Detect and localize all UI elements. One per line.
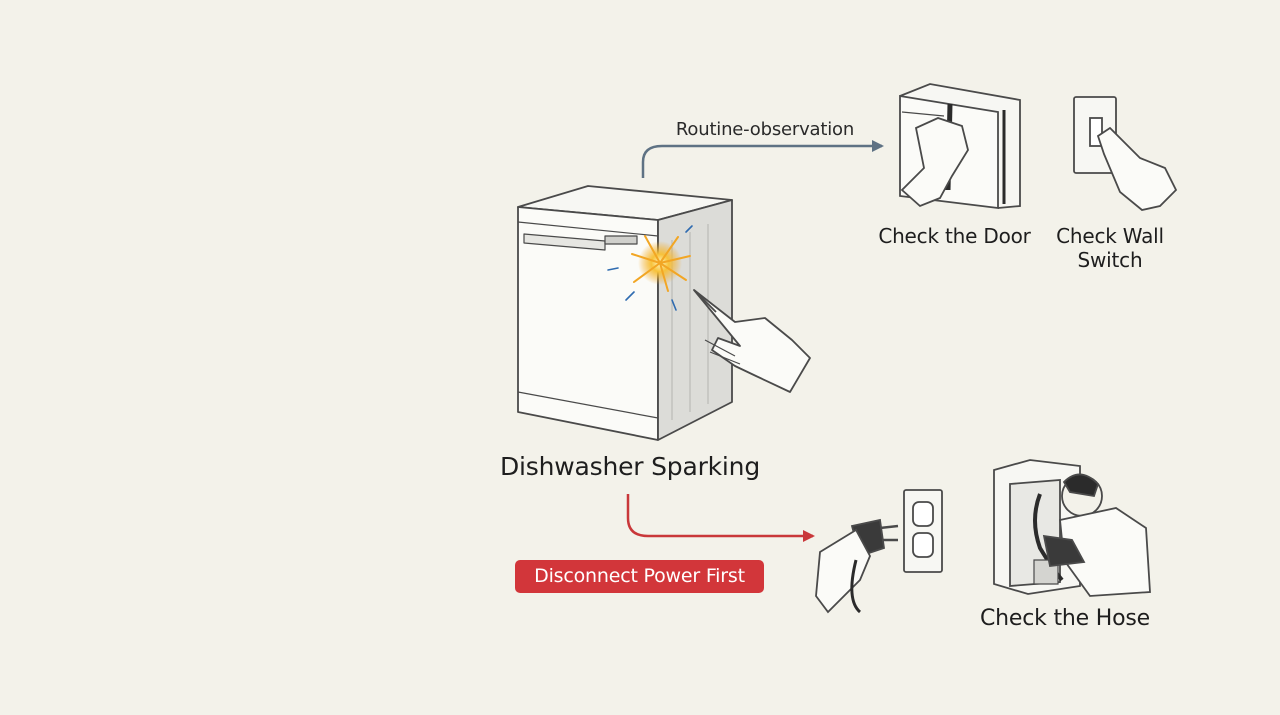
check-hose-icon xyxy=(993,459,1151,597)
check-wall-switch-label: Check Wall Switch xyxy=(1056,224,1164,272)
routine-arrow xyxy=(641,140,884,178)
spark-icon xyxy=(607,225,693,311)
dishwasher-illustration xyxy=(517,185,733,441)
check-hose-label: Check the Hose xyxy=(980,606,1150,631)
disconnect-power-warning: Disconnect Power First xyxy=(515,560,764,593)
warning-arrow xyxy=(626,494,815,542)
wall-switch-icon xyxy=(1073,96,1178,211)
hand-touching-icon xyxy=(693,289,811,393)
check-door-label: Check the Door xyxy=(878,224,1031,248)
outlet-plug-icon xyxy=(815,489,943,614)
dishwasher-sparking-title: Dishwasher Sparking xyxy=(500,452,760,481)
routine-observation-label: Routine-observation xyxy=(675,119,855,140)
check-door-icon xyxy=(899,83,1021,210)
